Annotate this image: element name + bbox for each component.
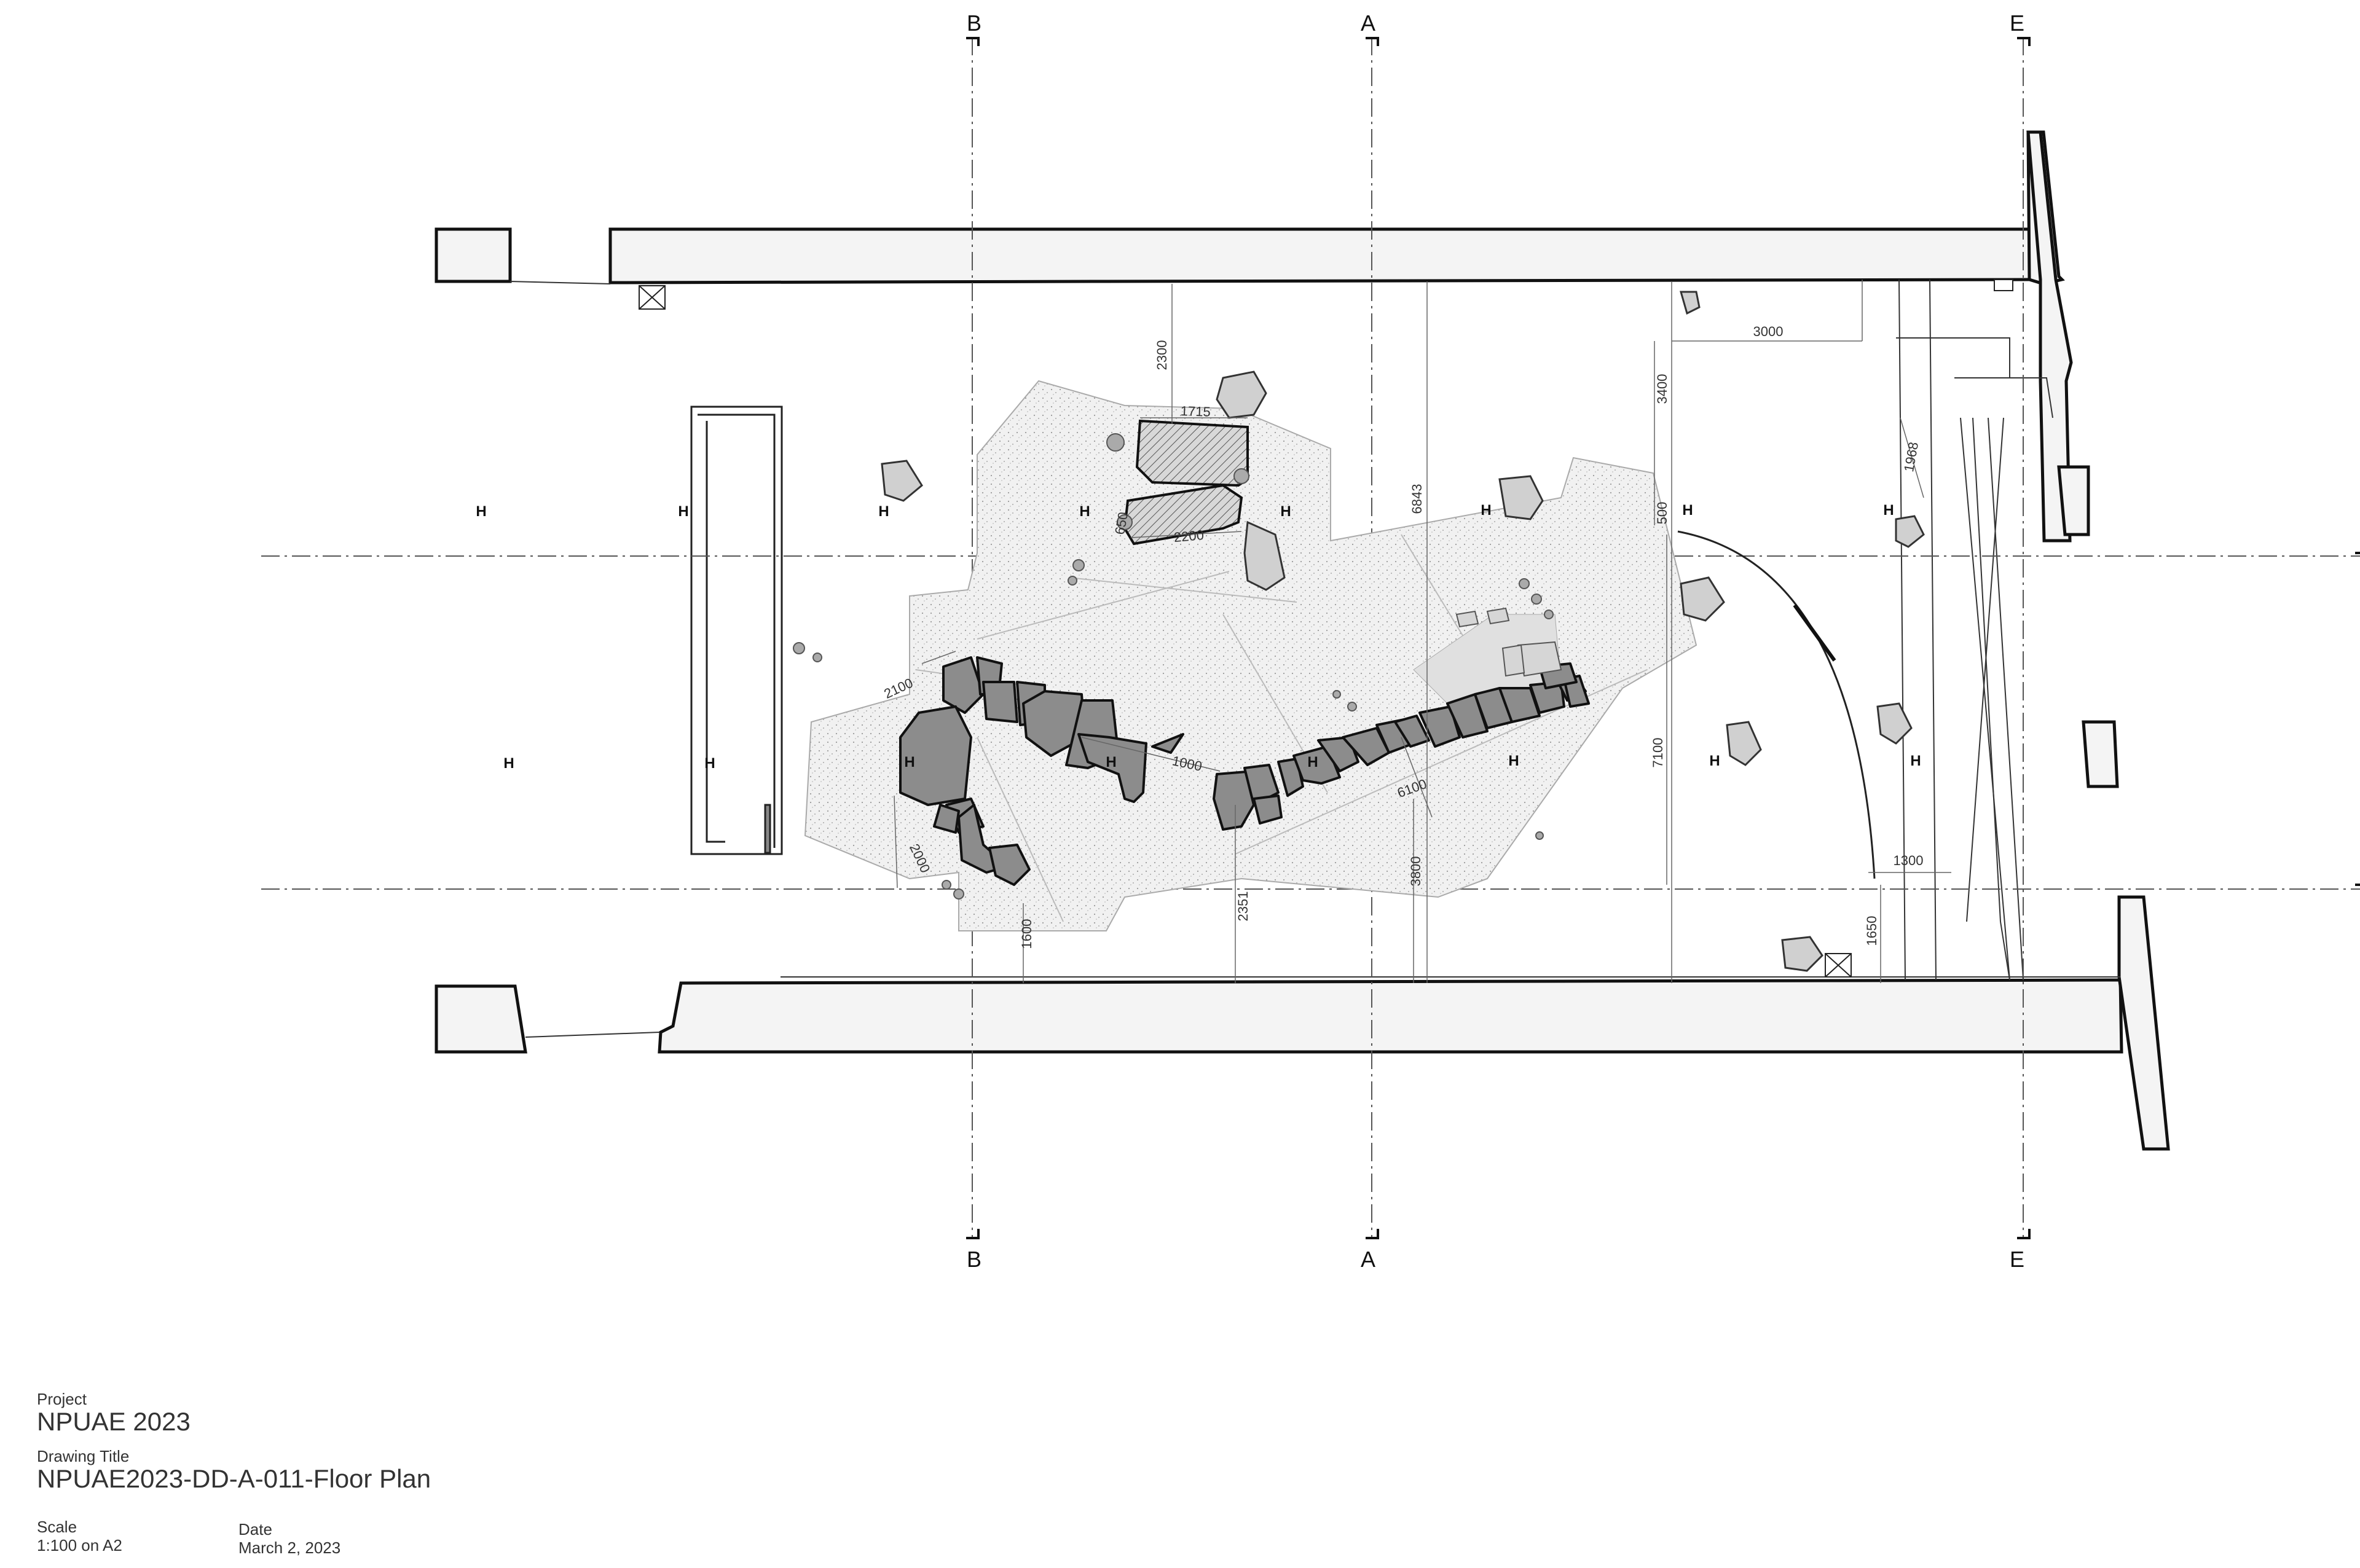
level-marker: H [678, 503, 688, 520]
stone [1243, 764, 1280, 806]
level-marker: H [704, 755, 715, 772]
section-marker-b-top: B [967, 10, 981, 36]
level-marker: H [1709, 753, 1720, 769]
wall-right-lower [2117, 895, 2170, 1151]
scattered-rocks [881, 291, 1925, 972]
wall-right [2026, 130, 2073, 543]
dimension-label: 1600 [1019, 919, 1034, 949]
dimension-label: 3000 [1753, 324, 1784, 339]
section-marker-a-bottom: A [1361, 1247, 1375, 1272]
project-label: Project [37, 1390, 87, 1408]
wall-right-window-upper [2057, 465, 2090, 536]
level-marker: H [1280, 503, 1291, 520]
dimension-label: 500 [1654, 502, 1670, 525]
stone [1277, 758, 1304, 797]
level-marker: H [1307, 754, 1318, 770]
drawing-title-value: NPUAE2023-DD-A-011-Floor Plan [37, 1464, 431, 1493]
scale-label: Scale [37, 1518, 77, 1536]
date-label: Date [238, 1520, 272, 1539]
section-marker-e-top: E [2010, 10, 2024, 36]
dimension-label: 1968 [1901, 441, 1921, 473]
stone [1394, 715, 1430, 748]
dimension-label: 1650 [1864, 916, 1879, 946]
excavation-areas [804, 380, 1697, 931]
level-marker: H [1883, 502, 1894, 519]
date-value: March 2, 2023 [238, 1539, 341, 1557]
long-bench [690, 406, 783, 855]
level-marker: H [1481, 502, 1491, 519]
level-marker: H [878, 503, 889, 520]
dimension-label: 2351 [1235, 892, 1251, 922]
stone [1418, 705, 1461, 748]
stone [942, 656, 985, 714]
dimension-label: 3400 [1654, 374, 1670, 404]
level-marker: H [503, 755, 514, 772]
stone [988, 844, 1031, 886]
scale-value: 1:100 on A2 [37, 1536, 122, 1554]
wall-bottom [658, 978, 2123, 1054]
hatched-stone-lower [1123, 484, 1243, 546]
dimension-label: 7100 [1650, 738, 1666, 768]
level-marker: H [1079, 503, 1090, 520]
section-marker-a-top: A [1361, 10, 1375, 36]
stones [899, 644, 1590, 886]
wall-bottom-left-stub [435, 984, 527, 1054]
dimension-label: 1715 [1180, 403, 1211, 420]
stone [1498, 687, 1541, 723]
wall-right-window-lower [2082, 720, 2119, 788]
dimension-label: 6843 [1409, 484, 1425, 514]
dimension-label: 2300 [1154, 340, 1170, 370]
stone [933, 804, 960, 834]
dimension-label: 3800 [1408, 857, 1423, 887]
level-marker: H [1508, 753, 1519, 769]
level-marker: H [1910, 753, 1921, 769]
project-value: NPUAE 2023 [37, 1407, 191, 1436]
level-marker: H [476, 503, 486, 520]
stone [1446, 693, 1489, 739]
level-marker: H [1106, 754, 1116, 770]
dimension-label: 1300 [1894, 853, 1924, 868]
wall-top-left-stub [435, 227, 512, 283]
section-marker-b-bottom: B [967, 1247, 981, 1272]
wall-top [608, 227, 2039, 284]
stone [982, 681, 1018, 723]
stone [1151, 733, 1184, 754]
level-marker: H [904, 754, 914, 770]
level-marker: H [1682, 502, 1693, 519]
stone [899, 705, 972, 806]
drawing-title-label: Drawing Title [37, 1447, 130, 1465]
stone [1253, 794, 1283, 825]
walls [435, 130, 2170, 1151]
stone [1077, 733, 1147, 803]
dimension-label: 2200 [1173, 527, 1205, 545]
hatched-stone-upper [1135, 419, 1249, 487]
section-marker-e-bottom: E [2010, 1247, 2024, 1272]
level-markers: H H H H H H H H H H H H H H H H [476, 502, 1921, 772]
stone [1317, 736, 1359, 772]
